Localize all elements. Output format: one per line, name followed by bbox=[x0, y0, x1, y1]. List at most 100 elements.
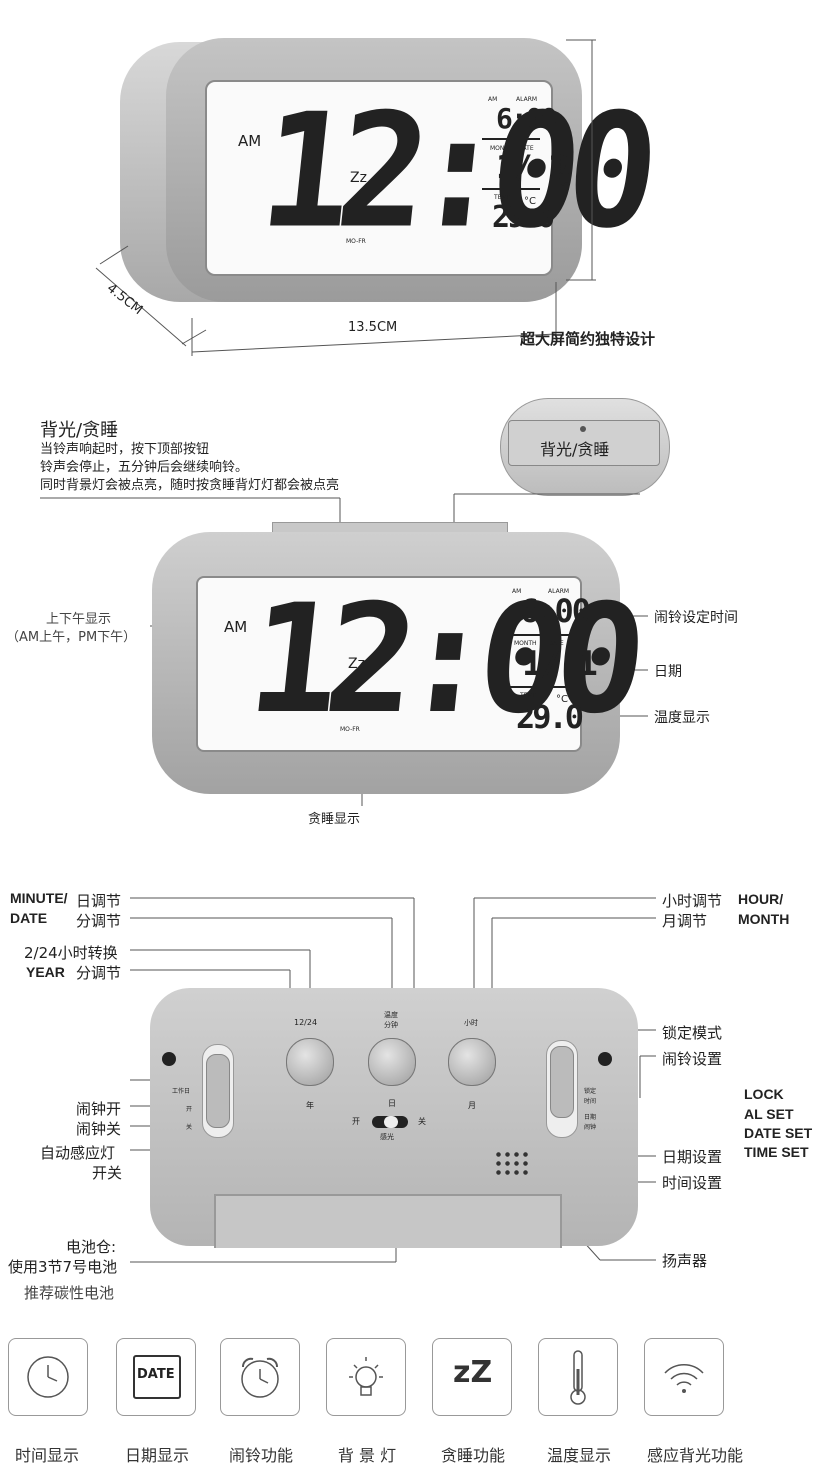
backlight-desc-3: 同时背景灯会被点亮，随时按贪睡背灯灯都会被点亮 bbox=[40, 478, 340, 493]
snooze-display-label: 贪睡显示 bbox=[308, 812, 361, 827]
battery-label-2: 使用3节7号电池 bbox=[8, 1258, 118, 1276]
sensor-off-label: 关 bbox=[418, 1117, 426, 1126]
time-set-en: TIME SET bbox=[744, 1144, 809, 1160]
feature-date: DATE bbox=[116, 1338, 196, 1416]
date-value: 1/ 1 bbox=[496, 148, 567, 186]
alarm-on-label: 闹钟开 bbox=[76, 1100, 122, 1118]
snooze2-indicator: Zz bbox=[348, 656, 365, 672]
date-set-en: DATE SET bbox=[744, 1125, 813, 1141]
light-sensor-knob[interactable] bbox=[384, 1116, 398, 1128]
battery-label-1: 电池仓: bbox=[66, 1238, 117, 1256]
speaker-grille bbox=[494, 1150, 530, 1176]
temp-label: TEMP bbox=[494, 194, 511, 201]
hour-adjust-label: 小时调节 bbox=[662, 892, 723, 910]
time-setting-label: 时间设置 bbox=[662, 1174, 723, 1192]
hour-switch-label: 2/24小时转换 bbox=[24, 944, 118, 962]
minute-button[interactable] bbox=[368, 1038, 416, 1086]
btn-right-bottom-label: 月 bbox=[468, 1101, 476, 1110]
btn-left-bottom-label: 年 bbox=[306, 1101, 314, 1110]
feature-snooze-label: 贪睡功能 bbox=[440, 1446, 505, 1465]
snooze-button-label: 背光/贪睡 bbox=[540, 440, 610, 459]
lcd-screen bbox=[205, 80, 553, 276]
battery-cover[interactable] bbox=[214, 1194, 562, 1248]
hour-button[interactable] bbox=[448, 1038, 496, 1086]
ampm-sub: （AM上午，PM下午） bbox=[6, 630, 137, 645]
lcd-divider-2 bbox=[482, 188, 540, 190]
snooze-button bbox=[508, 420, 660, 466]
btn-left-top-label: 12/24 bbox=[294, 1018, 318, 1027]
dimension-width: 13.5CM bbox=[348, 320, 398, 335]
alarm-setting-label: 闹铃设置 bbox=[662, 1050, 723, 1068]
auto-light-label-2: 开关 bbox=[92, 1164, 123, 1182]
ampm-title: 上下午显示 bbox=[46, 612, 112, 627]
auto-light-label-1: 自动感应灯 bbox=[40, 1144, 116, 1162]
left-slider-knob[interactable] bbox=[206, 1054, 230, 1128]
feature-time bbox=[8, 1338, 88, 1416]
alarm-set-time-label: 闹铃设定时间 bbox=[654, 610, 738, 626]
right-switch-label-3: 日期 bbox=[584, 1114, 597, 1121]
feature-backlight-label: 背 景 灯 bbox=[337, 1446, 397, 1465]
date2-label: DATE bbox=[548, 640, 564, 647]
feature-time-label: 时间显示 bbox=[14, 1446, 79, 1465]
clock-icon bbox=[27, 1356, 69, 1398]
btn-mid-bottom-label: 日 bbox=[388, 1099, 396, 1108]
alarm-off-label: 闹钟关 bbox=[76, 1120, 122, 1138]
lcd2-divider-1 bbox=[506, 634, 576, 636]
alarm-label: ALARM bbox=[516, 96, 538, 103]
feature-snooze: zZ bbox=[432, 1338, 512, 1416]
lcd2-screen bbox=[196, 576, 582, 752]
btn-right-top-label: 小时 bbox=[464, 1019, 478, 1027]
temp2-unit: °C bbox=[556, 694, 568, 705]
lock-en: LOCK bbox=[744, 1086, 784, 1102]
day-adjust-label: 日调节 bbox=[76, 892, 122, 910]
hour-month-en-1: HOUR/ bbox=[738, 891, 784, 907]
feature-backlight bbox=[326, 1338, 406, 1416]
snooze-icon: zZ bbox=[453, 1355, 493, 1390]
feature-temperature bbox=[538, 1338, 618, 1416]
weekday2-indicator: MO-FR bbox=[340, 726, 360, 733]
calendar-icon bbox=[133, 1355, 181, 1399]
left-switch-label-1: 工作日 bbox=[172, 1088, 191, 1095]
feature-temperature-label: 温度显示 bbox=[546, 1446, 611, 1465]
dimension-lines bbox=[95, 39, 596, 356]
feature-alarm-label: 闹铃功能 bbox=[228, 1446, 293, 1465]
btn-mid-top-label-2: 分钟 bbox=[384, 1021, 398, 1029]
feature-sensor-label: 感应背光功能 bbox=[646, 1446, 743, 1465]
lock-mode-label: 锁定模式 bbox=[662, 1024, 723, 1042]
hour-format-button[interactable] bbox=[286, 1038, 334, 1086]
speaker-label: 扬声器 bbox=[662, 1252, 708, 1270]
right-switch-label-1: 锁定 bbox=[584, 1088, 597, 1095]
right-slider-knob[interactable] bbox=[550, 1046, 574, 1118]
am2-indicator: AM bbox=[224, 618, 248, 636]
thermometer-icon bbox=[570, 1350, 586, 1405]
right-switch-label-4: 闹钟 bbox=[584, 1124, 597, 1131]
minute-date-en-2: DATE bbox=[10, 910, 48, 926]
right-switch-label-2: 时间 bbox=[584, 1098, 597, 1105]
feature-date-label: 日期显示 bbox=[124, 1446, 189, 1465]
alarm-time: 6:00 bbox=[496, 102, 557, 135]
alarm2-label: ALARM bbox=[548, 588, 570, 595]
month-label: MONTH bbox=[490, 145, 513, 152]
hour-month-en-2: MONTH bbox=[738, 911, 790, 927]
temp-display-label: 温度显示 bbox=[654, 710, 710, 726]
alarm-am-label: AM bbox=[488, 96, 498, 103]
sensor-on-label: 开 bbox=[352, 1117, 360, 1126]
battery-label-3: 推荐碳性电池 bbox=[24, 1284, 115, 1302]
btn-mid-top-label-1: 温度 bbox=[384, 1011, 398, 1019]
slogan: 超大屏简约独特设计 bbox=[520, 330, 656, 348]
snooze-indicator: Zz bbox=[350, 170, 367, 186]
temp2-label: TEMP bbox=[520, 692, 537, 699]
al-set-en: AL SET bbox=[744, 1106, 794, 1122]
wireless-sensor-icon bbox=[664, 1364, 704, 1393]
sensor-label: 感光 bbox=[380, 1133, 394, 1141]
date-setting-label: 日期设置 bbox=[662, 1148, 723, 1166]
feature-alarm bbox=[220, 1338, 300, 1416]
snooze-button-dot bbox=[580, 426, 586, 432]
date-label: DATE bbox=[518, 145, 534, 152]
month2-label: MONTH bbox=[514, 640, 537, 647]
hole-right bbox=[598, 1052, 612, 1066]
calendar-icon-text: DATE bbox=[137, 1367, 175, 1382]
minute-date-en-1: MINUTE/ bbox=[10, 890, 68, 906]
lcd-divider-1 bbox=[482, 138, 540, 140]
temp-value: 29.0 bbox=[492, 200, 555, 235]
